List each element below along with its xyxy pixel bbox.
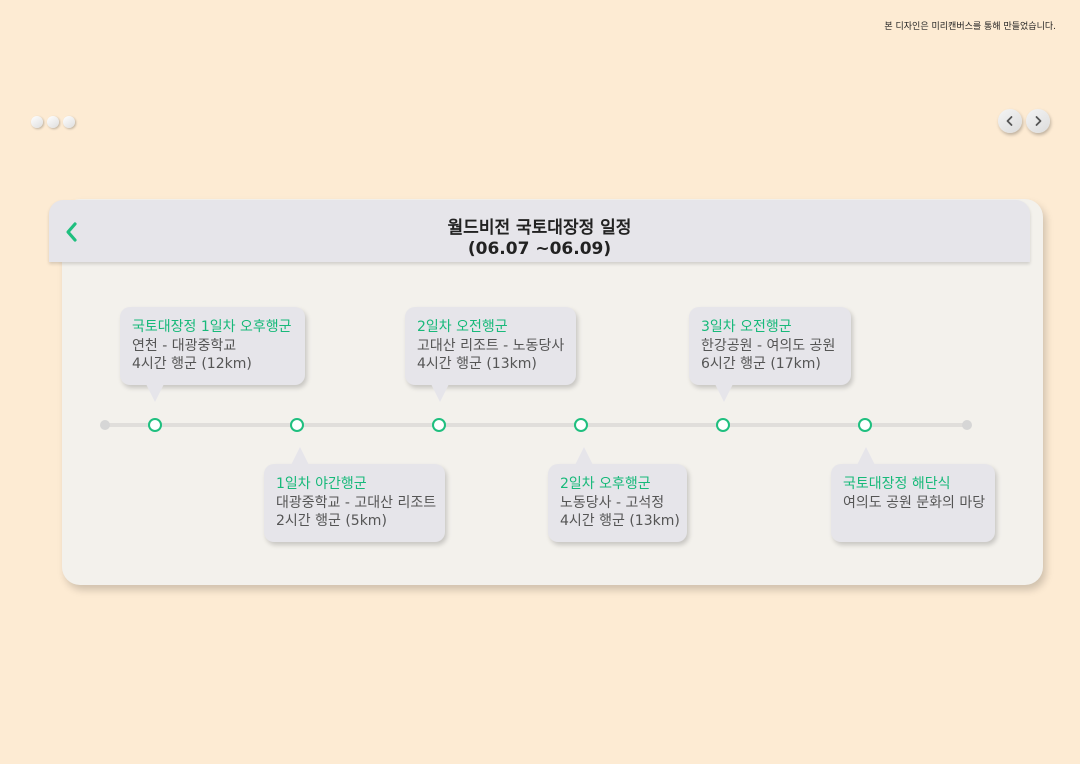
event-route: 여의도 공원 문화의 마당 [843,495,986,511]
timeline-node-6[interactable] [858,418,872,432]
event-detail: 2시간 행군 (5km) [276,513,387,529]
title-line1: 월드비전 국토대장정 일정 [447,218,632,238]
bubble-tail [146,384,164,402]
event-detail: 4시간 행군 (12km) [132,356,252,372]
bubble-tail [715,384,733,402]
title-line2: (06.07 ~06.09) [467,239,612,259]
pager-nav [998,109,1050,133]
event-title: 국토대장정 1일차 오후행군 [132,319,292,335]
bubble-tail [575,447,593,465]
event-title: 3일차 오전행군 [701,319,792,335]
event-route: 연천 - 대광중학교 [132,338,237,354]
event-card-6[interactable]: 국토대장정 해단식 여의도 공원 문화의 마당 [831,447,995,542]
chevron-right-icon [1035,116,1042,126]
page-title: 월드비전 국토대장정 일정 (06.07 ~06.09) [49,218,1030,260]
event-card-3[interactable]: 2일차 오전행군 고대산 리조트 - 노동당사 4시간 행군 (13km) [405,307,576,402]
event-card-1[interactable]: 국토대장정 1일차 오후행군 연천 - 대광중학교 4시간 행군 (12km) [120,307,305,402]
event-card-4[interactable]: 2일차 오후행군 노동당사 - 고석정 4시간 행군 (13km) [548,447,687,542]
timeline-node-4[interactable] [574,418,588,432]
window-dots [31,116,75,128]
credit-text: 본 디자인은 미리캔버스를 통해 만들었습니다. [884,22,1056,32]
back-button[interactable] [63,221,81,243]
timeline-end-dot [962,420,972,430]
chevron-left-icon [66,222,77,242]
event-title: 2일차 오전행군 [417,319,508,335]
next-button[interactable] [1026,109,1050,133]
chevron-left-icon [1006,116,1013,126]
timeline-start-dot [100,420,110,430]
timeline-track [104,423,968,427]
event-card-5[interactable]: 3일차 오전행군 한강공원 - 여의도 공원 6시간 행군 (17km) [689,307,851,402]
event-detail: 4시간 행군 (13km) [560,513,680,529]
dot [63,116,75,128]
event-title: 국토대장정 해단식 [843,476,951,492]
timeline-node-1[interactable] [148,418,162,432]
prev-button[interactable] [998,109,1022,133]
dot [31,116,43,128]
bubble-tail [857,447,875,465]
dot [47,116,59,128]
timeline-node-3[interactable] [432,418,446,432]
event-detail: 4시간 행군 (13km) [417,356,537,372]
bubble-tail [291,447,309,465]
event-title: 2일차 오후행군 [560,476,651,492]
timeline-node-5[interactable] [716,418,730,432]
event-detail: 6시간 행군 (17km) [701,356,821,372]
timeline-node-2[interactable] [290,418,304,432]
event-route: 한강공원 - 여의도 공원 [701,338,836,354]
event-card-2[interactable]: 1일차 야간행군 대광중학교 - 고대산 리조트 2시간 행군 (5km) [264,447,445,542]
event-title: 1일차 야간행군 [276,476,367,492]
event-route: 고대산 리조트 - 노동당사 [417,338,565,354]
bubble-tail [431,384,449,402]
event-route: 노동당사 - 고석정 [560,495,665,511]
card-header: 월드비전 국토대장정 일정 (06.07 ~06.09) [49,200,1030,262]
event-route: 대광중학교 - 고대산 리조트 [276,495,437,511]
